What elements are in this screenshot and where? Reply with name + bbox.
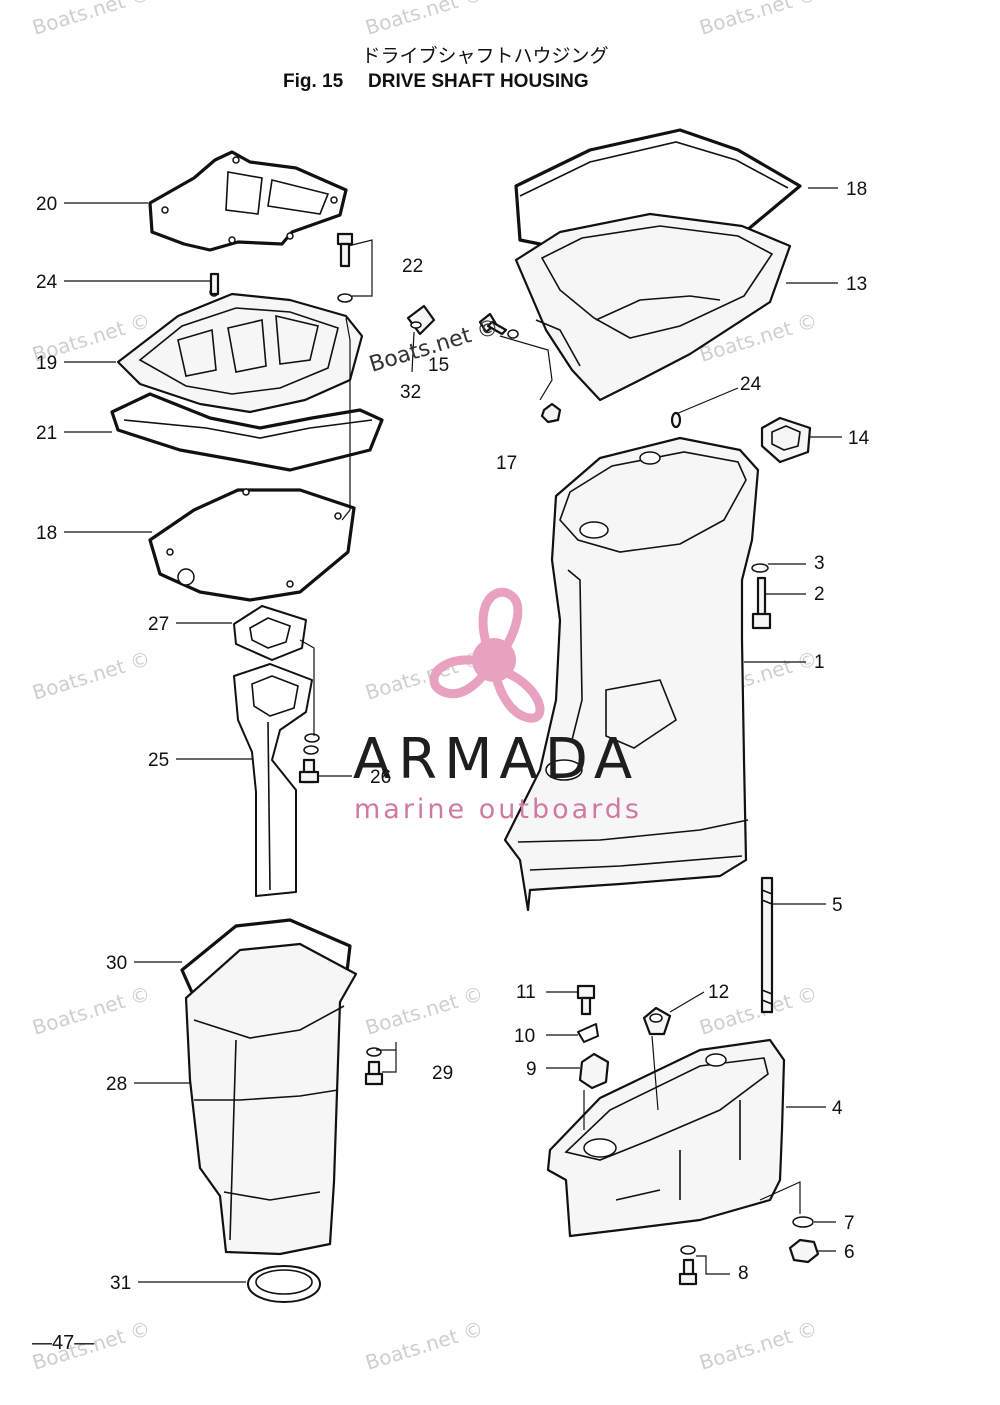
part-7-washer — [792, 1216, 814, 1228]
callout-label: 11 — [516, 982, 536, 1003]
part-14-damper — [760, 416, 812, 464]
part-4-lower-case — [546, 1038, 786, 1238]
callout-label: 6 — [844, 1242, 855, 1263]
part-19-gasket — [148, 488, 356, 602]
callout-label: 21 — [36, 423, 57, 444]
part-3-washer — [751, 563, 769, 573]
callout-label: 24 — [36, 272, 58, 293]
part-32-grommet — [406, 304, 436, 336]
callout-label: 4 — [832, 1098, 843, 1119]
callout-label: 10 — [514, 1026, 535, 1047]
propeller-icon — [429, 587, 545, 723]
part-26-fasteners — [298, 733, 320, 784]
figure-number: Fig. 15 — [283, 71, 344, 92]
callout-label: 19 — [36, 353, 57, 374]
watermark-text: Boats.net © — [29, 0, 153, 40]
callout-label: 32 — [400, 382, 421, 403]
part-8-fasteners — [678, 1245, 698, 1286]
part-22-seal — [110, 392, 384, 472]
callout-label: 28 — [106, 1074, 127, 1095]
watermark-text: Boats.net © — [696, 0, 820, 40]
part-11-bolt — [576, 984, 596, 1016]
part-6-nut — [788, 1238, 820, 1264]
part-27-gasket — [233, 605, 307, 661]
part-9-damper — [578, 1052, 610, 1090]
part-2-bolt — [751, 576, 772, 630]
callout-label: 18 — [846, 179, 867, 200]
page-number: —47— — [32, 1332, 94, 1354]
callout-label: 22 — [402, 256, 423, 277]
callout-label: 5 — [832, 895, 843, 916]
callout-label: 30 — [106, 953, 127, 974]
watermark-text: Boats.net © — [362, 981, 486, 1040]
callout-label: 15 — [428, 355, 449, 376]
callout-label: 9 — [526, 1059, 537, 1080]
part-1-housing — [503, 436, 760, 912]
brand-logo: ARMADA marine outboards — [353, 587, 642, 825]
part-12-grommet — [642, 1006, 672, 1036]
title-japanese: ドライブシャフトハウジング — [361, 44, 608, 67]
callout-label: 1 — [814, 652, 825, 673]
callout-label: 18 — [36, 523, 57, 544]
watermark-text: Boats.net © — [696, 1316, 820, 1375]
part-15-bolt — [478, 312, 519, 339]
watermark-text: Boats.net © — [29, 981, 153, 1040]
watermark-text: Boats.net © — [362, 646, 486, 705]
part-17-nut — [540, 402, 562, 424]
part-5-stud — [760, 876, 774, 1014]
callout-label: 17 — [496, 453, 517, 474]
watermark-text: Boats.net © — [362, 0, 486, 40]
part-13-pan — [514, 212, 792, 402]
callout-label: 27 — [148, 614, 169, 635]
callout-label: 7 — [844, 1213, 855, 1234]
callout-label: 31 — [110, 1273, 131, 1294]
part-21-gasket — [148, 150, 348, 252]
part-25-tube — [233, 663, 313, 897]
leader-lines — [64, 187, 842, 1283]
callout-label: 2 — [814, 584, 825, 605]
part-24-pin-right — [670, 411, 682, 429]
figure-title: DRIVE SHAFT HOUSING — [368, 71, 589, 92]
part-23-bolt — [336, 232, 354, 303]
watermark-text: Boats.net © — [29, 646, 153, 705]
callout-label: 12 — [708, 982, 729, 1003]
brand-name: ARMADA — [353, 727, 639, 792]
callout-label: 29 — [432, 1063, 453, 1084]
part-31-ring — [247, 1265, 321, 1303]
callout-labels: 20 24 19 21 18 27 25 30 28 31 22 26 32 1… — [36, 179, 870, 1294]
brand-tagline: marine outboards — [354, 794, 642, 825]
callout-label: 13 — [846, 274, 867, 295]
watermark-text: Boats.net © — [362, 1316, 486, 1375]
callout-label: 24 — [740, 374, 762, 395]
callout-label: 20 — [36, 194, 57, 215]
callout-label: 3 — [814, 553, 825, 574]
part-28-housing — [184, 942, 358, 1256]
callout-label: 8 — [738, 1263, 749, 1284]
callout-label: 26 — [370, 767, 391, 788]
callout-label: 14 — [848, 428, 870, 449]
part-10-plate — [577, 1023, 599, 1043]
callout-label: 25 — [148, 750, 169, 771]
part-29-fasteners — [364, 1047, 384, 1086]
part-20-adaptor — [116, 287, 364, 414]
part-24-pin — [209, 272, 220, 296]
